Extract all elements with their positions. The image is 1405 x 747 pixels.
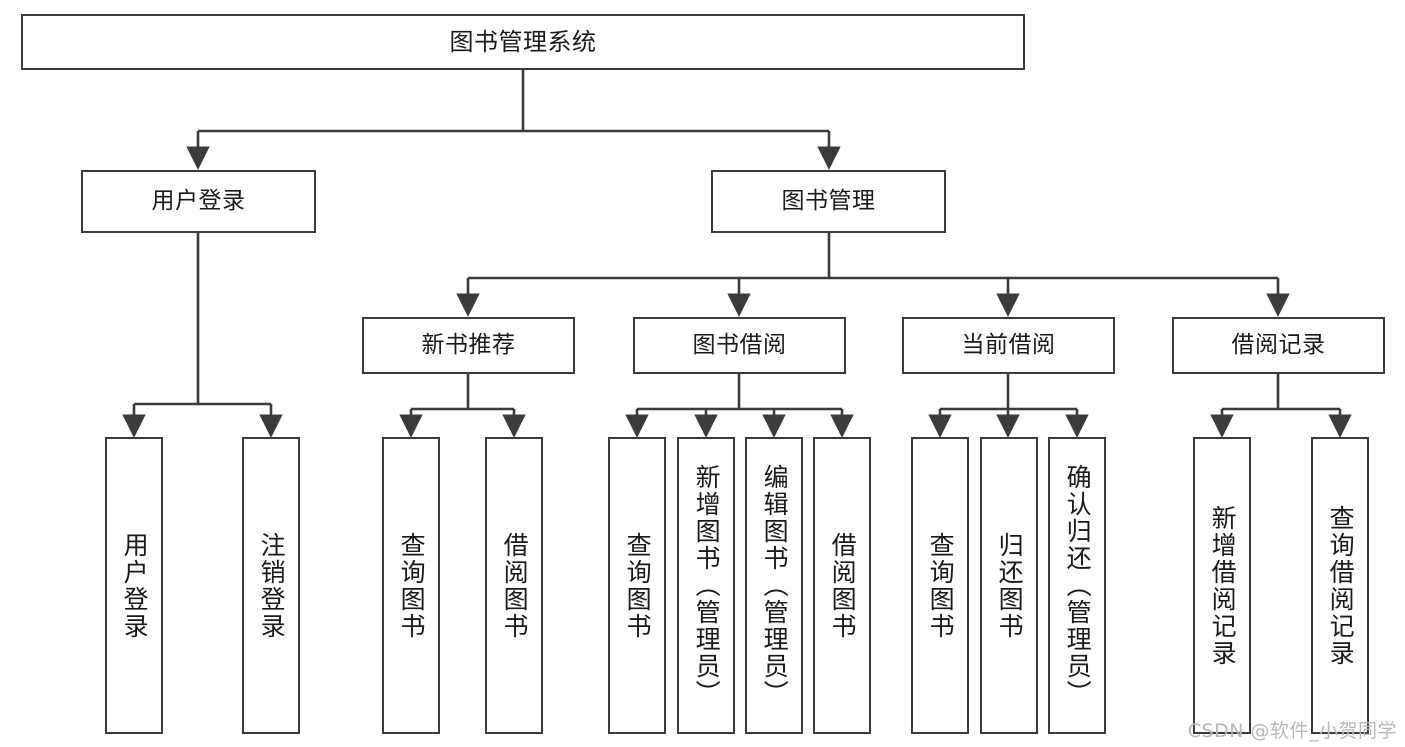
node-leaf-logout-login-label: 注销登录	[257, 531, 287, 640]
node-leaf-borrow-book-2-label: 借阅图书	[828, 531, 858, 640]
node-leaf-user-login[interactable]: 用户登录	[105, 437, 163, 734]
node-book-manage[interactable]: 图书管理	[711, 170, 946, 233]
node-leaf-add-record[interactable]: 新增借阅记录	[1193, 437, 1251, 734]
csdn-watermark: CSDN @软件_小贺同学	[1187, 720, 1397, 742]
node-leaf-query-record[interactable]: 查询借阅记录	[1311, 437, 1369, 734]
node-leaf-query-book-2-label: 查询图书	[623, 531, 653, 640]
node-borrow-record-label: 借阅记录	[1231, 331, 1326, 358]
node-book-manage-label: 图书管理	[781, 187, 876, 214]
node-user-login[interactable]: 用户登录	[81, 170, 316, 233]
node-new-book-rec[interactable]: 新书推荐	[362, 317, 575, 374]
node-leaf-return-book[interactable]: 归还图书	[980, 437, 1038, 734]
node-leaf-query-book-2[interactable]: 查询图书	[608, 437, 666, 734]
node-user-login-label: 用户登录	[151, 187, 246, 214]
node-book-borrow-label: 图书借阅	[692, 331, 787, 358]
node-leaf-query-book-1[interactable]: 查询图书	[382, 437, 440, 734]
node-leaf-borrow-book-1[interactable]: 借阅图书	[485, 437, 543, 734]
node-root[interactable]: 图书管理系统	[21, 14, 1025, 70]
node-current-borrow[interactable]: 当前借阅	[902, 317, 1115, 374]
node-current-borrow-label: 当前借阅	[961, 331, 1056, 358]
node-leaf-query-record-label: 查询借阅记录	[1326, 504, 1356, 667]
node-leaf-user-login-label: 用户登录	[120, 531, 150, 640]
node-leaf-query-book-3[interactable]: 查询图书	[911, 437, 969, 734]
node-root-label: 图书管理系统	[449, 27, 597, 56]
node-leaf-confirm-return-label: 确认归还（管理员）	[1063, 464, 1093, 707]
node-leaf-query-book-1-label: 查询图书	[397, 531, 427, 640]
node-leaf-edit-book-label: 编辑图书（管理员）	[760, 464, 790, 707]
node-leaf-edit-book[interactable]: 编辑图书（管理员）	[745, 437, 803, 734]
node-leaf-logout-login[interactable]: 注销登录	[242, 437, 300, 734]
node-leaf-borrow-book-1-label: 借阅图书	[500, 531, 530, 640]
node-leaf-query-book-3-label: 查询图书	[926, 531, 956, 640]
node-borrow-record[interactable]: 借阅记录	[1172, 317, 1385, 374]
node-leaf-borrow-book-2[interactable]: 借阅图书	[813, 437, 871, 734]
node-leaf-add-record-label: 新增借阅记录	[1208, 504, 1238, 667]
node-book-borrow[interactable]: 图书借阅	[633, 317, 846, 374]
node-new-book-rec-label: 新书推荐	[421, 331, 516, 358]
node-leaf-add-book-label: 新增图书（管理员）	[692, 464, 722, 707]
node-leaf-add-book[interactable]: 新增图书（管理员）	[677, 437, 735, 734]
node-leaf-confirm-return[interactable]: 确认归还（管理员）	[1048, 437, 1106, 734]
node-leaf-return-book-label: 归还图书	[995, 531, 1025, 640]
